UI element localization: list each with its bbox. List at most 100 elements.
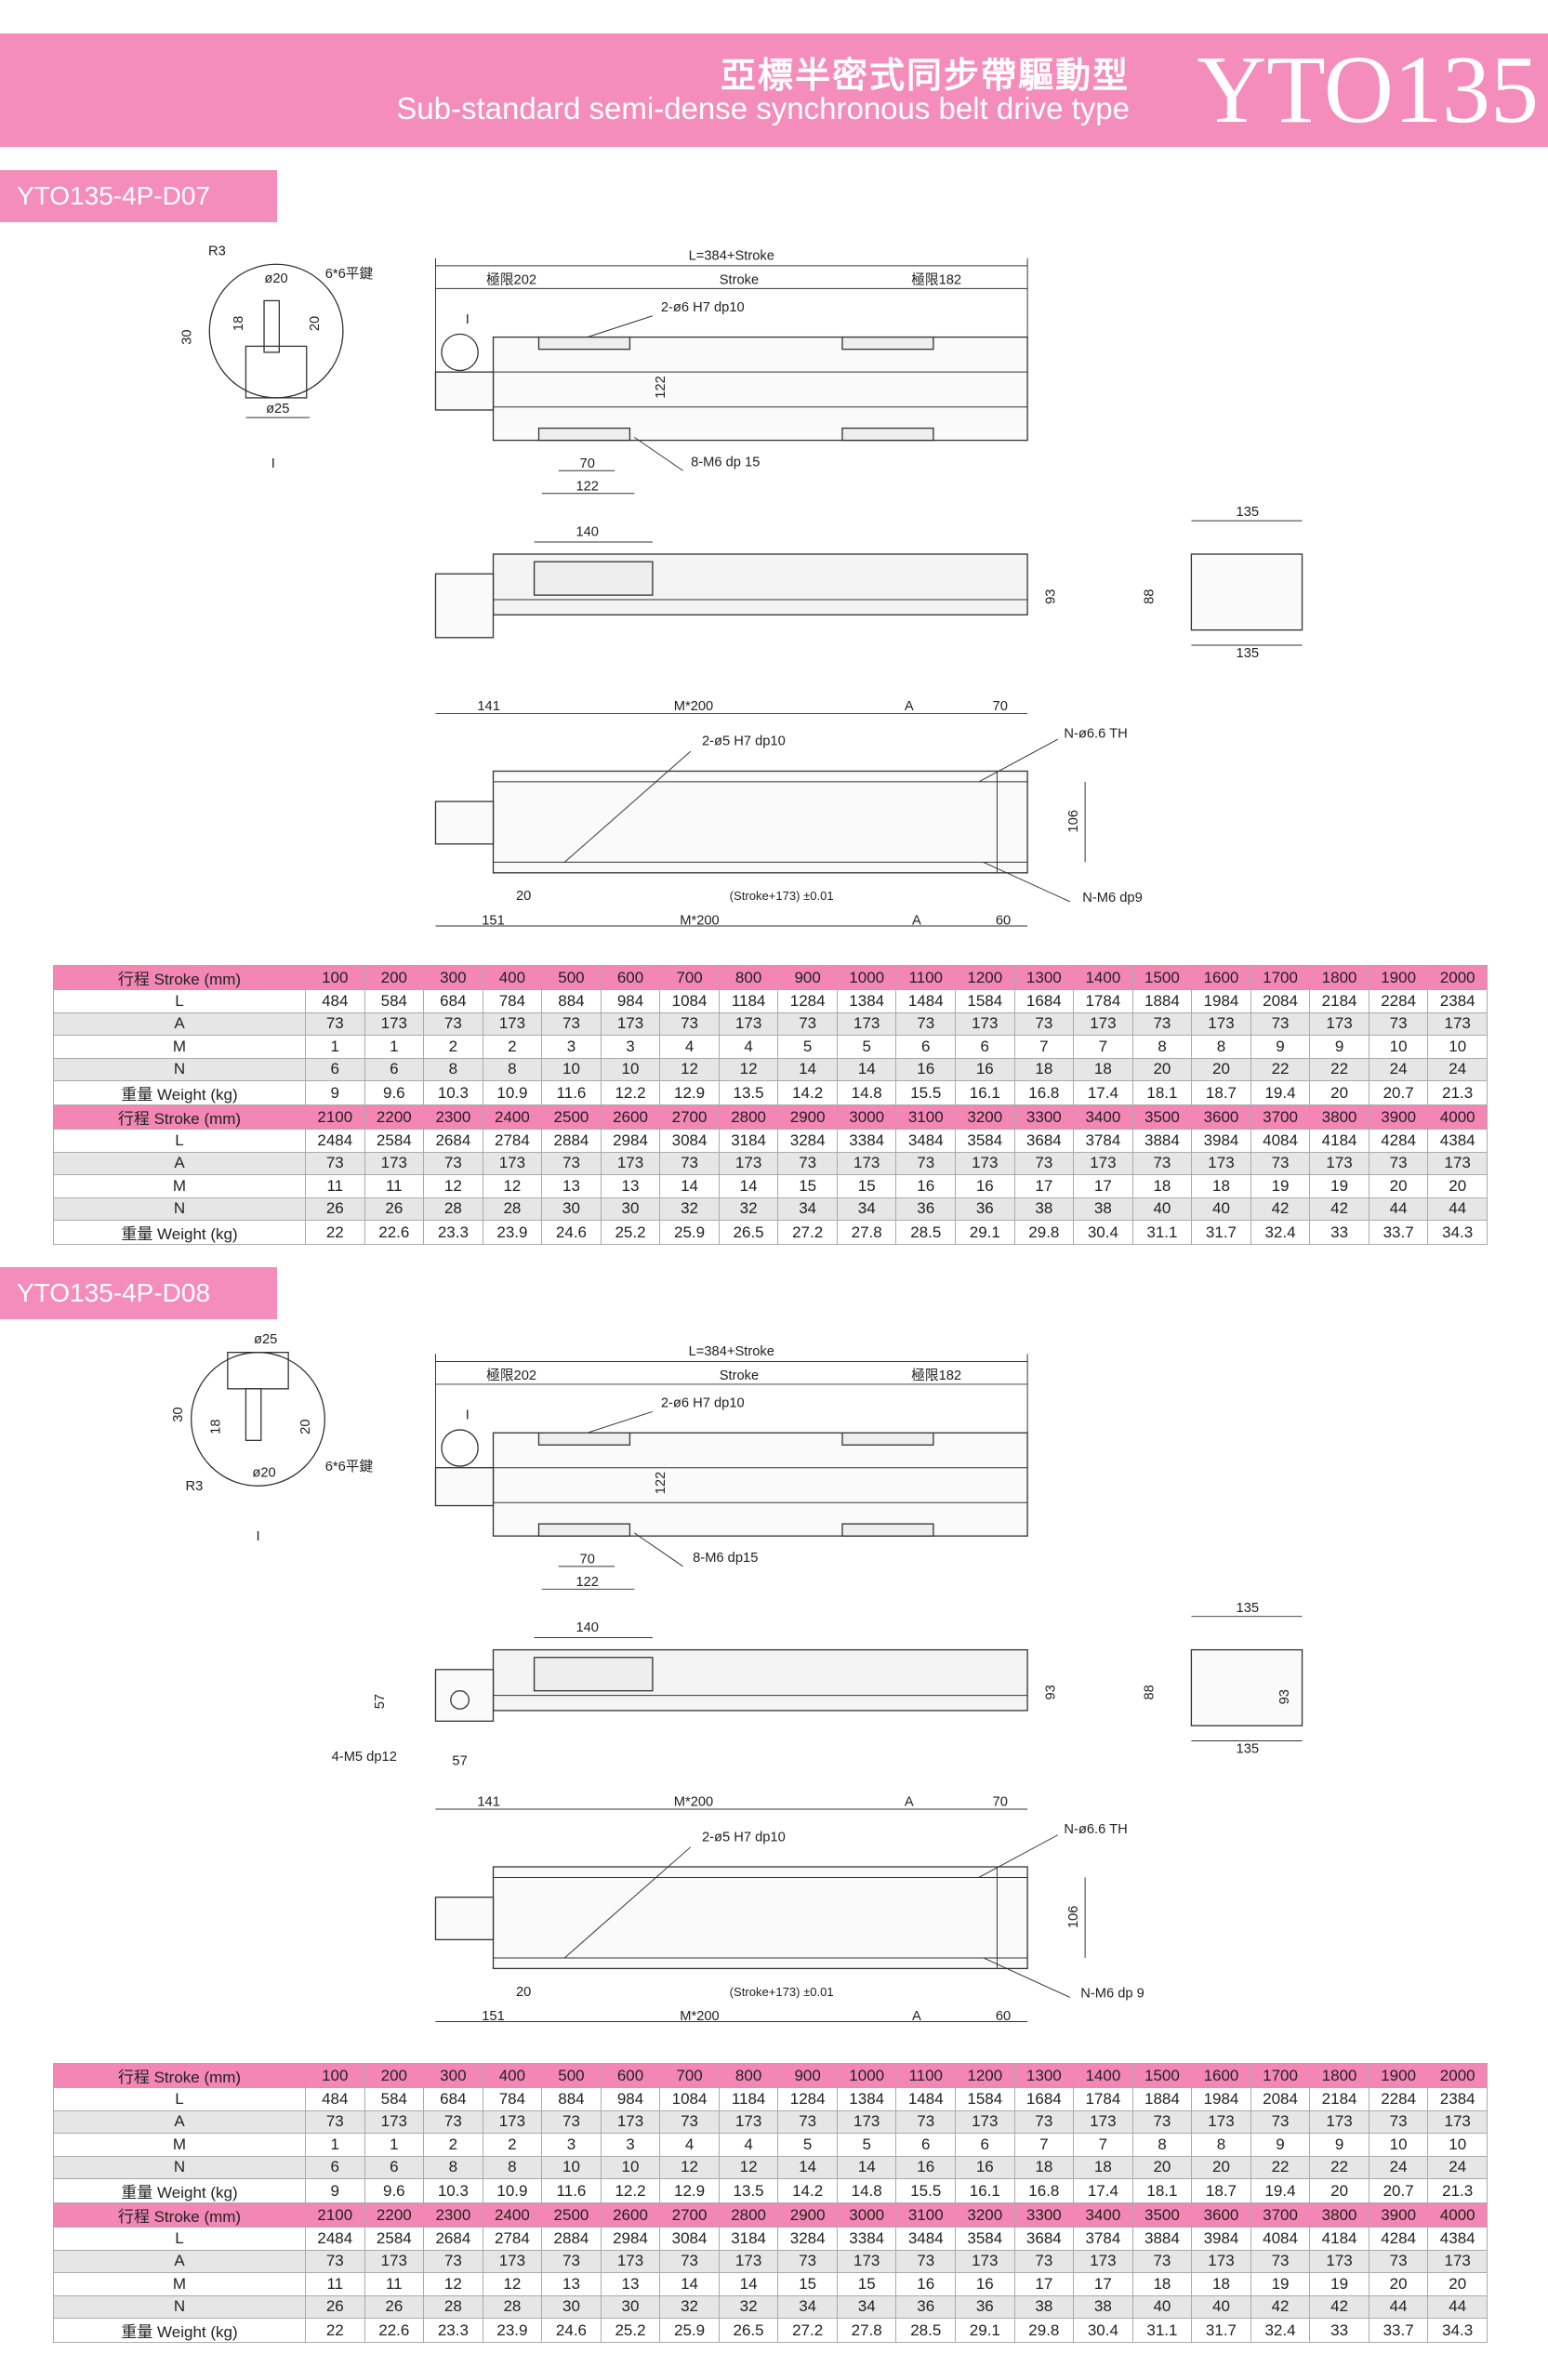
table-cell: 44 [1368,1197,1429,1221]
table-cell: 28 [482,2294,543,2319]
table-cell: 22 [1250,1057,1311,1081]
table-cell: 18 [1191,1174,1251,1198]
row-label: L [53,1129,306,1153]
table-cell: 32.4 [1250,1220,1311,1245]
dim-tolerance: (Stroke+173) ±0.01 [730,889,834,903]
table-cell: 1684 [1013,2087,1075,2111]
table-cell: 11 [364,2272,425,2296]
table-cell: 3084 [659,2227,720,2251]
table-cell: 173 [1073,2109,1133,2134]
table-cell: 38 [1073,1197,1133,1221]
table-cell: 14.8 [836,2178,897,2203]
table-cell: 900 [777,965,838,990]
table-cell: 18 [1013,2155,1075,2179]
table-cell: 7 [1013,1035,1075,1059]
table-cell: 73 [1250,2109,1311,2134]
table-cell: 19 [1309,2272,1369,2296]
table-cell: 1400 [1073,2063,1133,2088]
table-cell: 1384 [836,2087,897,2111]
table-cell: 73 [1250,2249,1311,2273]
dim-a-bottom: A [912,913,921,928]
table-cell: 3984 [1191,1129,1251,1153]
table-cell: 1984 [1191,2087,1251,2111]
table-cell: 17 [1073,1174,1133,1198]
dim-stroke: Stroke [720,272,759,287]
table-cell: 1484 [895,989,957,1013]
table-cell: 16.8 [1013,2178,1075,2203]
table-cell: 9 [305,2178,365,2203]
table-cell: 16 [955,1057,1015,1081]
table-cell: 500 [541,965,602,990]
table-cell: 24.6 [541,2318,602,2343]
table-cell: 3784 [1073,1129,1133,1153]
dim-a-bottom: A [912,2009,921,2024]
table-cell: 3100 [895,1104,957,1130]
label-motor-screws: 4-M5 dp12 [332,1750,397,1765]
label-key: 6*6平鍵 [325,266,374,282]
table-cell: 1184 [718,2087,779,2111]
table-cell: 173 [482,2109,543,2134]
table-cell: 14 [659,1174,720,1198]
table-cell: 34 [777,2294,838,2319]
table-cell: 16.1 [955,2178,1015,2203]
table-cell: 1000 [836,2063,897,2088]
table-cell: 18.1 [1131,2178,1193,2203]
leader-line [978,738,1058,783]
table-cell: 8 [482,2155,543,2179]
row-label: L [53,2227,306,2251]
dim-d25: ø25 [266,402,289,416]
table-cell: 20 [1427,1174,1488,1198]
table-cell: 7 [1013,2133,1075,2157]
table-cell: 1384 [836,989,897,1013]
table-cell: 38 [1013,2294,1075,2319]
table-cell: 40 [1191,1197,1251,1221]
table-cell: 19 [1250,2272,1311,2296]
table-cell: 34 [836,2294,897,2319]
leader-line [978,1834,1058,1878]
table-cell: 3800 [1309,1104,1369,1130]
table-cell: 173 [955,1012,1015,1036]
table-cell: 173 [364,1012,425,1036]
table-cell: 30.4 [1073,2318,1133,2343]
table-cell: 12 [423,1174,483,1198]
table-cell: 16.8 [1013,1080,1075,1105]
table-cell: 7 [1073,1035,1133,1059]
key-slot [263,299,281,353]
table-cell: 3384 [836,2227,897,2251]
table-cell: 4284 [1368,2227,1429,2251]
row-label: N [53,2294,306,2319]
dim-57-h: 57 [452,1754,467,1769]
title-chinese: 亞標半密式同步帶驅動型 [720,55,1130,96]
table-cell: 4000 [1427,2202,1488,2228]
dim-135-top: 135 [1237,1601,1260,1616]
table-cell: 4 [718,1035,779,1059]
table-cell: 42 [1309,2294,1369,2319]
motor-shaft [450,1690,470,1710]
table-cell: 2600 [600,1104,661,1130]
dim-141: 141 [477,1795,500,1810]
table-cell: 16 [955,2272,1015,2296]
table-cell: 10 [600,2155,661,2179]
table-cell: 33 [1309,1220,1369,1245]
table-cell: 73 [1368,2249,1429,2273]
table-cell: 173 [1191,2109,1251,2134]
table-cell: 173 [1073,1012,1133,1036]
table-cell: 73 [423,1012,483,1036]
detail-mark: I [466,312,470,327]
table-cell: 3200 [955,2202,1015,2228]
table-cell: 20 [1368,1174,1429,1198]
table-cell: 73 [305,2249,365,2273]
detail-callout [441,1429,479,1467]
table-cell: 1584 [955,989,1015,1013]
table-cell: 21.3 [1427,1080,1488,1105]
table-cell: 173 [482,1151,543,1175]
carriage-bottom [841,427,934,442]
